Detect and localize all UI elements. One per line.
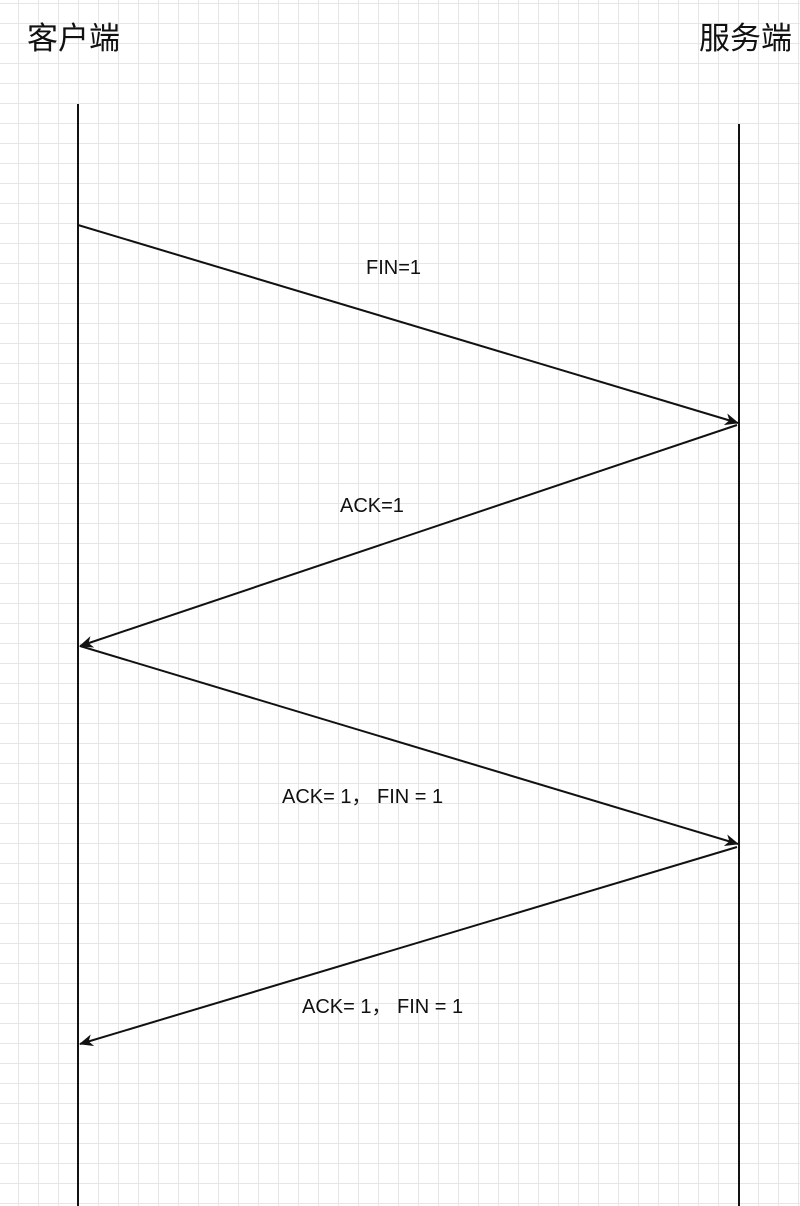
message-label-3: ACK= 1， FIN = 1: [282, 786, 444, 808]
client-actor-label: 客户端: [27, 21, 120, 57]
message-label-1: FIN=1: [366, 257, 422, 279]
server-actor-label: 服务端: [699, 21, 792, 57]
message-label-2: ACK=1: [340, 495, 404, 517]
message-arrow-2: [79, 424, 738, 648]
message-arrow-4: [79, 846, 738, 1047]
message-arrow-3: [79, 645, 739, 846]
message-arrow-1: [77, 224, 739, 426]
message-label-4: ACK= 1， FIN = 1: [302, 996, 464, 1018]
